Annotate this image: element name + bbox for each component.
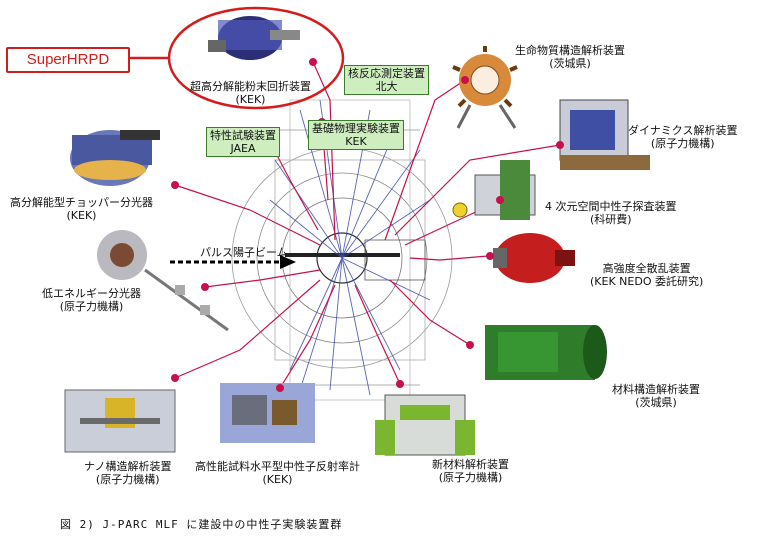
label-new-materials: 新材料解析装置 (原子力機構) — [432, 458, 509, 484]
label-reflectometer: 高性能試料水平型中性子反射率計 (KEK) — [195, 460, 360, 486]
label-superhrpd: 超高分解能粉末回折装置 (KEK) — [190, 80, 311, 106]
new-materials-illustration — [375, 395, 475, 455]
high-intensity-illustration — [493, 233, 575, 283]
label-4d-space: 4 次元空間中性子探査装置 (科研費) — [545, 200, 677, 226]
box-nuclear-reaction: 核反応測定装置 北大 — [344, 65, 429, 95]
label-dynamics-name: ダイナミクス解析装置 — [628, 124, 737, 137]
box-characteristics-test: 特性試験装置 JAEA — [206, 127, 280, 157]
box-nuclear-reaction-org: 北大 — [348, 80, 425, 93]
label-nano-structure-org: (原子力機構) — [84, 473, 171, 486]
superhrpd-illustration — [208, 16, 300, 60]
box-characteristics-test-name: 特性試験装置 — [210, 129, 276, 142]
reflectometer-illustration — [220, 383, 315, 443]
label-superhrpd-org: (KEK) — [190, 93, 311, 106]
label-4d-space-org: (科研費) — [545, 213, 677, 226]
biological-illustration — [453, 46, 517, 128]
figure-caption: 図 2) J-PARC MLF に建設中の中性子実験装置群 — [60, 516, 342, 532]
label-high-intensity-name: 高強度全散乱装置 — [590, 262, 703, 275]
label-reflectometer-name: 高性能試料水平型中性子反射率計 — [195, 460, 360, 473]
label-superhrpd-name: 超高分解能粉末回折装置 — [190, 80, 311, 93]
label-low-energy: 低エネルギー分光器 (原子力機構) — [42, 287, 141, 313]
label-4d-space-name: 4 次元空間中性子探査装置 — [545, 200, 677, 213]
proton-beam-label: パルス陽子ビーム — [200, 244, 288, 260]
label-materials-structure-org: (茨城県) — [612, 396, 700, 409]
box-fundamental-physics-org: KEK — [312, 135, 400, 148]
label-high-resolution-chopper: 高分解能型チョッパー分光器 (KEK) — [10, 196, 153, 222]
high-resolution-chopper-illustration — [70, 130, 160, 186]
superhrpd-highlight-label: SuperHRPD — [6, 47, 130, 73]
4d-space-illustration — [453, 160, 535, 220]
label-biological: 生命物質構造解析装置 (茨城県) — [515, 44, 625, 70]
label-low-energy-name: 低エネルギー分光器 — [42, 287, 141, 300]
label-materials-structure: 材料構造解析装置 (茨城県) — [612, 383, 700, 409]
label-high-intensity: 高強度全散乱装置 (KEK NEDO 委託研究) — [590, 262, 703, 288]
label-dynamics: ダイナミクス解析装置 (原子力機構) — [628, 124, 737, 150]
label-reflectometer-org: (KEK) — [195, 473, 360, 486]
box-nuclear-reaction-name: 核反応測定装置 — [348, 67, 425, 80]
materials-structure-illustration — [485, 325, 607, 380]
label-new-materials-org: (原子力機構) — [432, 471, 509, 484]
label-new-materials-name: 新材料解析装置 — [432, 458, 509, 471]
label-high-resolution-chopper-org: (KEK) — [10, 209, 153, 222]
box-characteristics-test-org: JAEA — [210, 142, 276, 155]
label-materials-structure-name: 材料構造解析装置 — [612, 383, 700, 396]
label-dynamics-org: (原子力機構) — [628, 137, 737, 150]
label-high-resolution-chopper-name: 高分解能型チョッパー分光器 — [10, 196, 153, 209]
label-biological-org: (茨城県) — [515, 57, 625, 70]
box-fundamental-physics: 基礎物理実験装置 KEK — [308, 120, 404, 150]
label-nano-structure: ナノ構造解析装置 (原子力機構) — [84, 460, 171, 486]
label-nano-structure-name: ナノ構造解析装置 — [84, 460, 171, 473]
nano-structure-illustration — [65, 390, 175, 452]
label-low-energy-org: (原子力機構) — [42, 300, 141, 313]
box-fundamental-physics-name: 基礎物理実験装置 — [312, 122, 400, 135]
label-biological-name: 生命物質構造解析装置 — [515, 44, 625, 57]
label-high-intensity-org: (KEK NEDO 委託研究) — [590, 275, 703, 288]
